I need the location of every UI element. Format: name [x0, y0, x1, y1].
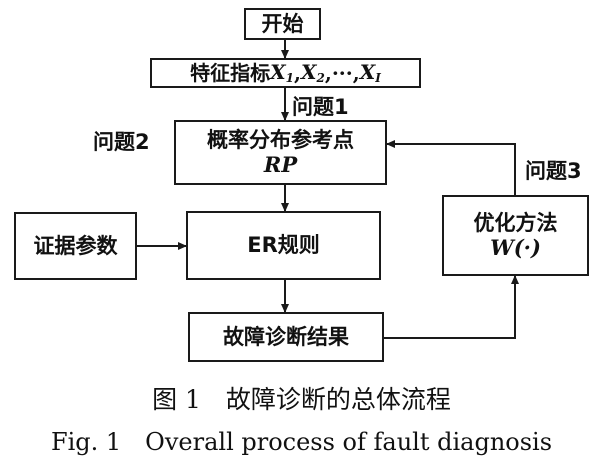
figure-caption-en: Fig. 1 Overall process of fault diagnosi… [50, 428, 553, 456]
start-node: 开始 [244, 8, 321, 40]
figure-caption-zh: 图 1 故障诊断的总体流程 [152, 385, 451, 414]
feature-ellipsis: ··· [331, 60, 353, 85]
question-2-label: 问题2 [93, 130, 150, 154]
rp-label: RP [263, 151, 298, 177]
er-rule-node: ER规则 [186, 211, 381, 280]
start-label: 开始 [261, 11, 304, 36]
evidence-parameters-label: 证据参数 [33, 233, 118, 258]
probability-reference-label: 概率分布参考点 [207, 128, 354, 153]
arrow-result-to-optimize [384, 275, 519, 339]
feature-x1: X1 [270, 59, 295, 85]
evidence-parameters-node: 证据参数 [14, 212, 137, 280]
er-rule-label: ER规则 [247, 233, 320, 258]
fault-diagnosis-result-label: 故障诊断结果 [223, 324, 349, 349]
feature-indicators-label: 特征指标 [190, 60, 271, 85]
feature-xi: XI [359, 59, 381, 85]
question-3-label: 问题3 [525, 159, 582, 183]
arrow-optimize-to-prob-ref [386, 140, 516, 195]
feature-x2: X2 [300, 59, 325, 85]
w-function-label: W(·) [490, 234, 541, 260]
optimization-method-node: 优化方法 W(·) [442, 195, 589, 276]
probability-reference-node: 概率分布参考点 RP [174, 120, 387, 185]
question-1-label: 问题1 [292, 95, 349, 119]
optimization-method-label: 优化方法 [473, 211, 558, 236]
fault-diagnosis-result-node: 故障诊断结果 [188, 312, 384, 362]
